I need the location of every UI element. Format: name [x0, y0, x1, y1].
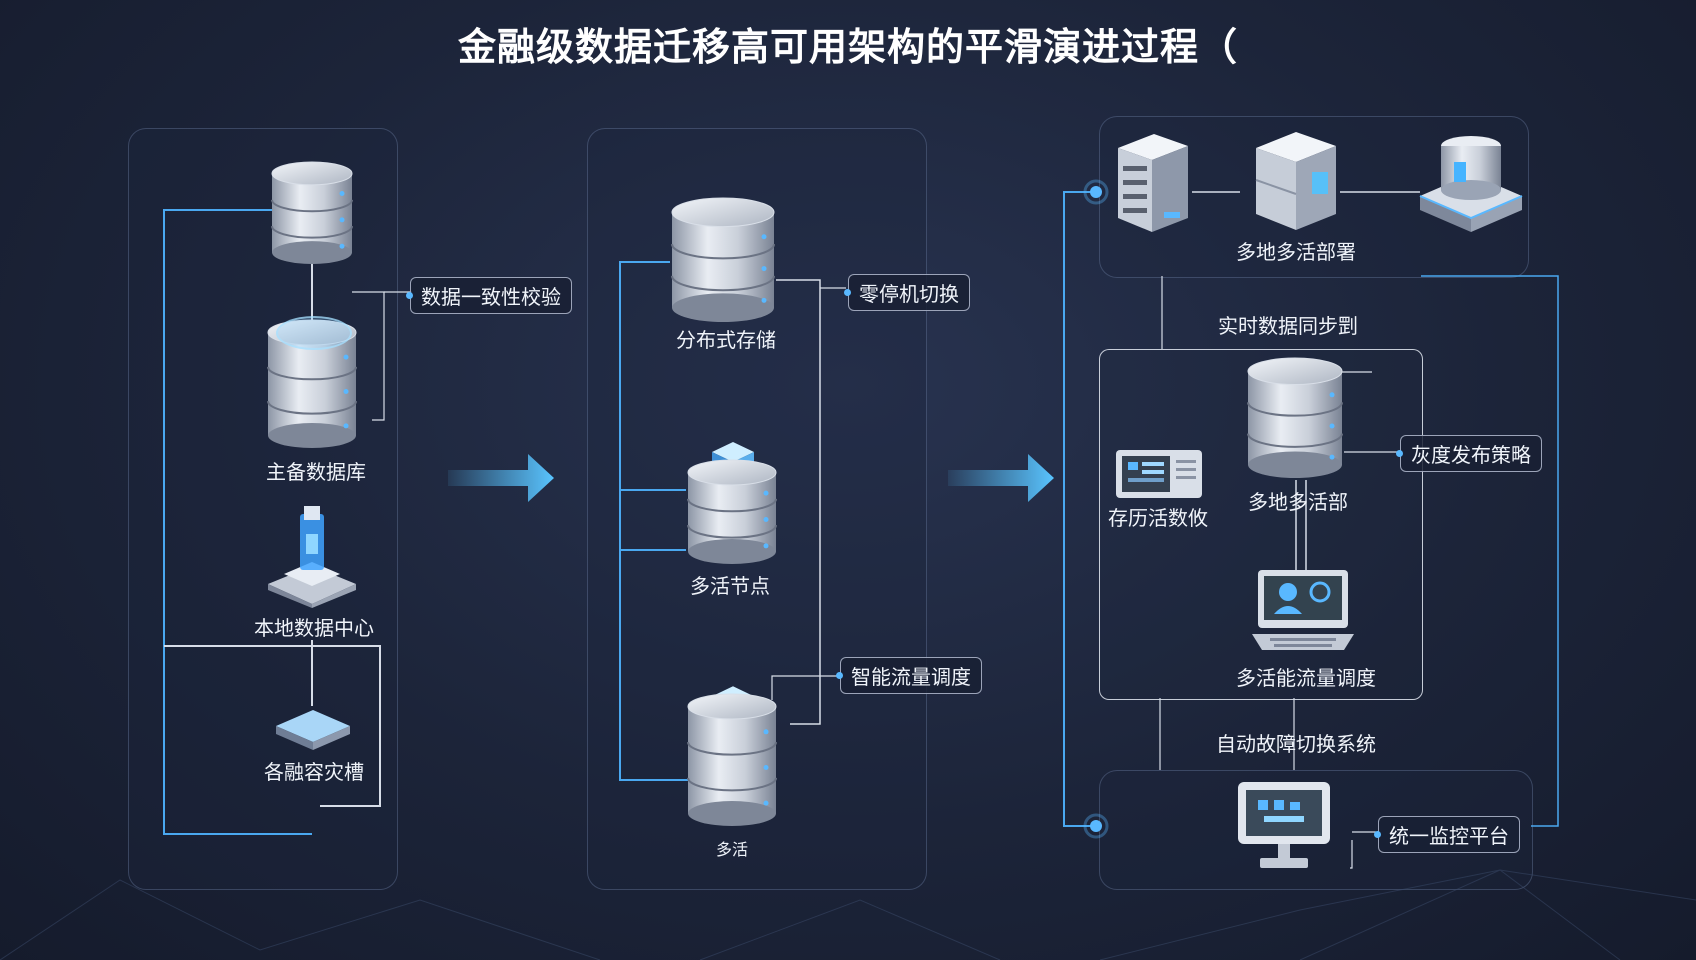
label-local-dc: 本地数据中心: [254, 616, 374, 640]
server-icon: [1255, 132, 1336, 230]
tag-gray-release: 灰度发布策略: [1396, 435, 1542, 472]
chip-icon: [268, 506, 356, 608]
tag-consistency-check: 数据一致性校验: [406, 277, 572, 314]
label-multi-site-part: 多地多活部: [1248, 490, 1348, 514]
arrow-right-icon: [948, 454, 1054, 502]
monitor-icon: [1238, 782, 1330, 868]
label-store-active: 存历活数攸: [1108, 506, 1208, 530]
label-auto-failover: 自动故障切换系统: [1216, 732, 1376, 756]
database-icon: [671, 197, 775, 322]
monitor-icon: [1252, 570, 1354, 650]
label-multi-site-deploy: 多地多活部署: [1236, 240, 1356, 264]
label-primary-db: 主备数据库: [266, 460, 366, 484]
label-distributed-storage: 分布式存储: [676, 328, 776, 352]
arrow-right-icon: [448, 454, 554, 502]
tag-zero-downtime: 零停机切换: [844, 274, 970, 311]
server-icon: [1118, 134, 1188, 232]
server-icon: [1419, 136, 1523, 232]
tag-smart-traffic: 智能流量调度: [836, 657, 982, 694]
database-icon: [271, 161, 353, 264]
stage1-panel: [128, 128, 398, 890]
monitor-icon: [1116, 450, 1202, 498]
label-active-node: 多活节点: [690, 574, 770, 598]
database-icon: [1247, 357, 1343, 478]
tag-monitor-platform: 统一监控平台: [1374, 816, 1520, 853]
label-active: 多活: [715, 840, 749, 859]
database-icon: [687, 459, 777, 564]
chip-icon: [276, 710, 350, 750]
diagram-title: 金融级数据迁移高可用架构的平滑演进过程（: [457, 25, 1238, 69]
label-disaster-recovery: 各融容灾槽: [264, 760, 364, 784]
glass-cylinder-icon: [276, 316, 352, 350]
database-icon: [687, 693, 777, 826]
background-mesh: [0, 869, 1696, 960]
label-active-traffic: 多活能流量调度: [1236, 666, 1376, 690]
label-realtime-sync: 实时数据同步㓻: [1218, 314, 1358, 338]
